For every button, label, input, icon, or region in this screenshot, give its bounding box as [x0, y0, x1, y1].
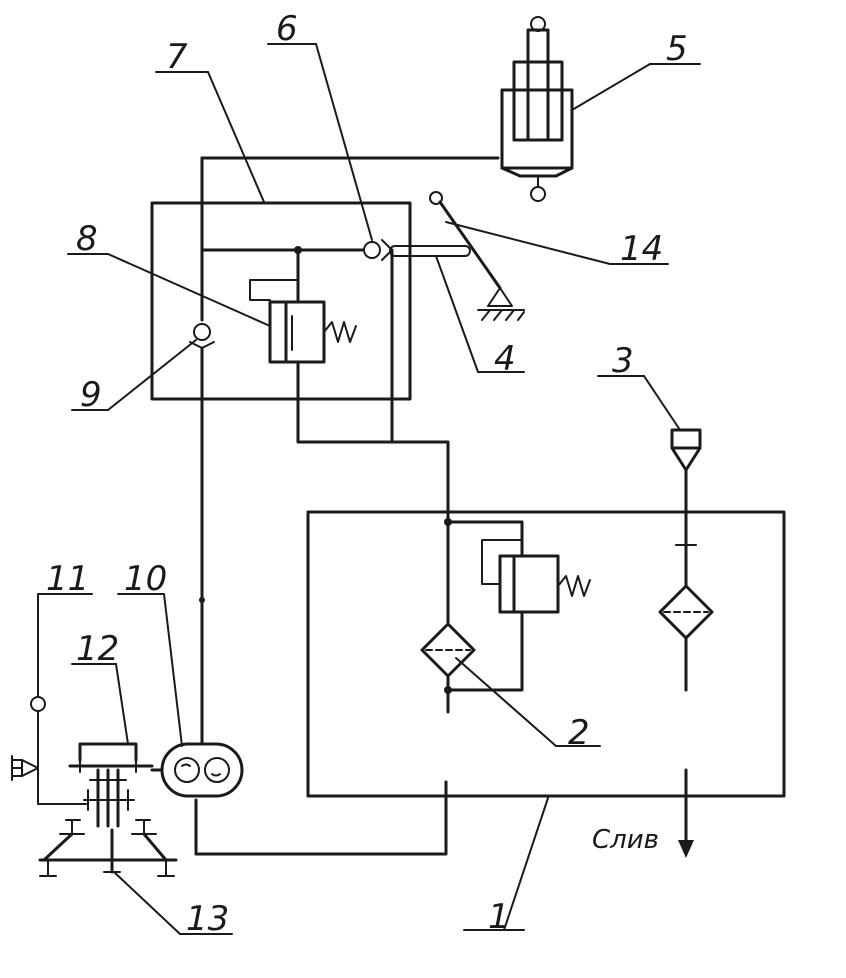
check-valve-9 — [189, 323, 215, 349]
label-6: 6 — [276, 9, 298, 49]
relief-valve-unit-1 — [481, 539, 591, 614]
label-13: 13 — [186, 899, 229, 939]
valve-block-7 — [150, 201, 412, 401]
label-7: 7 — [166, 37, 188, 77]
label-14: 14 — [620, 229, 663, 269]
label-4: 4 — [494, 339, 516, 379]
label-10: 10 — [124, 559, 167, 599]
drain-arrow-icon — [678, 840, 694, 858]
filler-cap-3 — [670, 428, 702, 472]
label-8: 8 — [76, 219, 98, 259]
label-2: 2 — [568, 713, 590, 753]
gearbox-12-13 — [11, 593, 178, 877]
junction-dots — [199, 246, 452, 694]
label-drain: Слив — [592, 825, 659, 855]
cylinder-5 — [500, 16, 574, 202]
pressure-valve-8 — [249, 279, 357, 364]
leader-lines — [37, 43, 701, 935]
filter-right — [658, 584, 714, 640]
label-11: 11 — [46, 559, 89, 599]
callout-labels: 1 2 3 4 5 6 7 8 9 10 11 12 13 14 Слив — [46, 9, 688, 939]
pump-10 — [150, 742, 244, 798]
label-5: 5 — [666, 29, 688, 69]
label-12: 12 — [76, 629, 119, 669]
unit-1-housing — [306, 510, 786, 798]
label-9: 9 — [80, 375, 102, 415]
label-3: 3 — [612, 341, 634, 381]
check-valve-6 — [363, 239, 393, 261]
pipelines — [194, 156, 697, 856]
label-1: 1 — [488, 897, 510, 937]
